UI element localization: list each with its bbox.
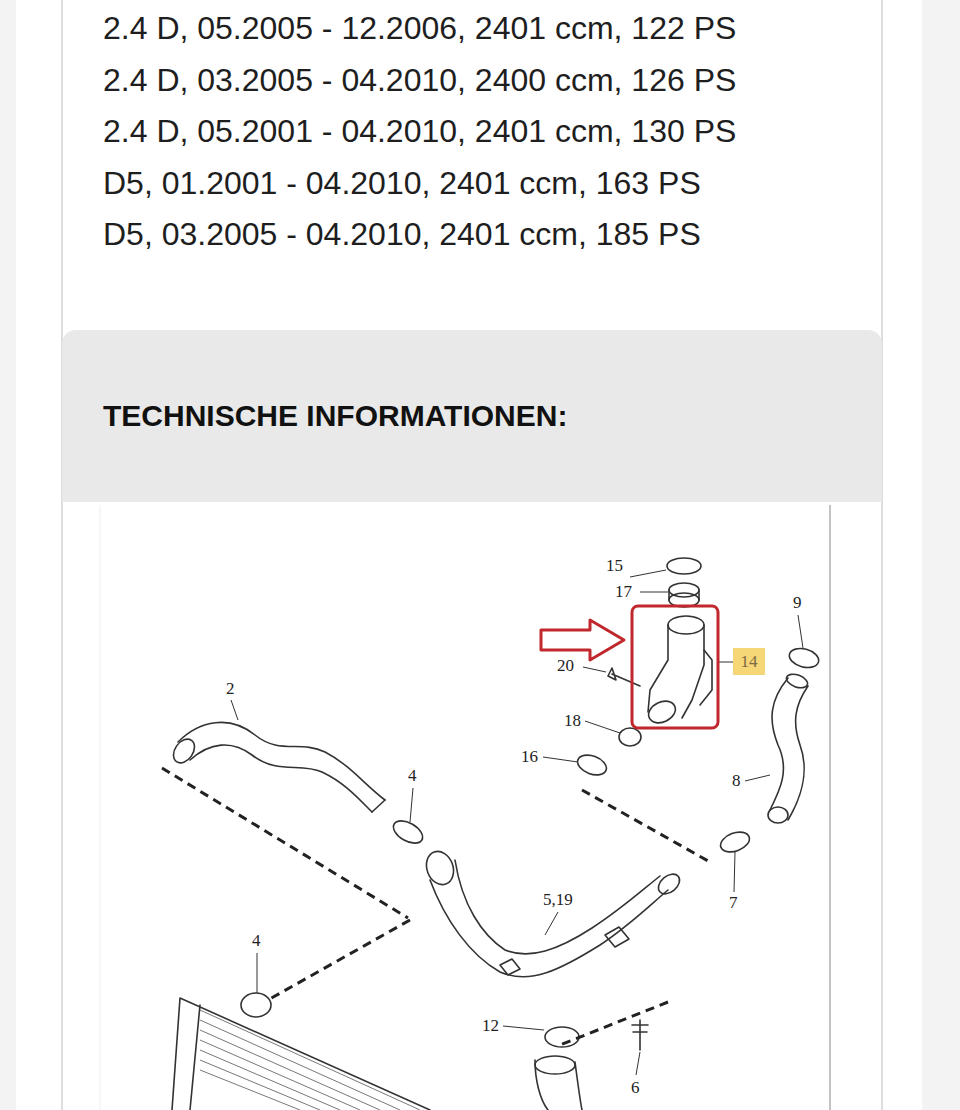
section-heading: TECHNISCHE INFORMATIONEN: [103,399,567,433]
vehicle-spec: 2.4 D, 05.2001 - 04.2010, 2401 ccm, 130 … [103,113,736,150]
callout-number: 17 [614,582,633,602]
header-band: TECHNISCHE INFORMATIONEN: [62,330,882,502]
vehicle-spec: 2.4 D, 05.2005 - 12.2006, 2401 ccm, 122 … [103,10,736,47]
callout-number: 9 [792,593,803,613]
callout-number: 8 [731,771,742,791]
callout-number: 7 [728,893,739,913]
callout-number: 16 [520,747,539,767]
vehicle-spec: D5, 03.2005 - 04.2010, 2401 ccm, 185 PS [103,216,701,253]
callout-number: 5,19 [542,890,574,910]
vehicle-spec: D5, 01.2001 - 04.2010, 2401 ccm, 163 PS [103,165,701,202]
callout-number: 15 [605,556,624,576]
callout-number: 2 [225,679,236,699]
vehicle-spec: 2.4 D, 03.2005 - 04.2010, 2400 ccm, 126 … [103,62,736,99]
callout-number: 12 [481,1016,500,1036]
callout-number: 6 [630,1078,641,1098]
highlighted-callout: 14 [733,648,765,675]
callout-number: 14 [741,652,758,672]
callout-number: 18 [563,711,582,731]
callout-number: 4 [251,931,262,951]
callout-number: 4 [407,766,418,786]
callout-number: 20 [556,656,575,676]
